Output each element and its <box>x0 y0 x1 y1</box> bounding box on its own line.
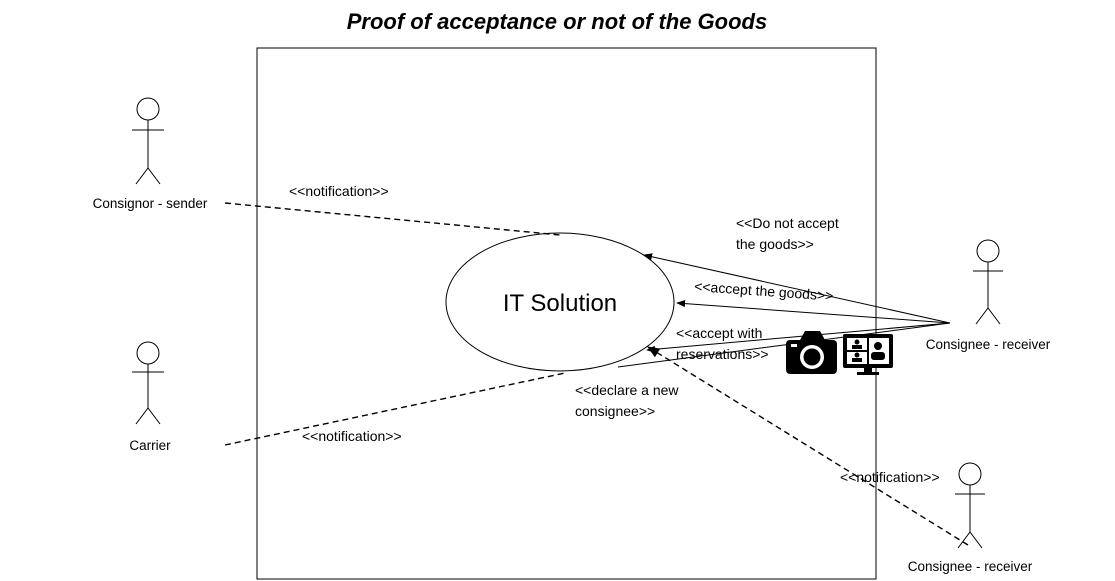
use-case-it-solution[interactable] <box>445 232 675 372</box>
consignor-notification-label: <<notification>> <box>289 183 389 199</box>
do-not-accept-line <box>643 253 951 324</box>
do-not-accept-label: <<Do not accept <box>736 215 839 231</box>
actor-new-consignee[interactable] <box>955 462 985 549</box>
consignor-notification-line <box>224 202 561 236</box>
do-not-accept-label-2: the goods>> <box>736 236 814 252</box>
actor-new-consignee-label: Consignee - receiver <box>908 559 1033 574</box>
video-conference-icon <box>843 334 893 375</box>
accept-goods-line <box>676 300 951 324</box>
system-boundary <box>256 47 877 580</box>
diagram-title: Proof of acceptance or not of the Goods <box>347 9 767 34</box>
new-consignee-notification-label: <<notification>> <box>840 469 940 485</box>
new-consignee-line <box>646 346 969 546</box>
declare-new-consignee-label-2: consignee>> <box>575 403 655 419</box>
accept-reservations-line <box>646 322 951 353</box>
actor-consignee-receiver-label: Consignee - receiver <box>926 337 1051 352</box>
accept-reservations-label: <<accept with <box>676 325 762 341</box>
reservations-return-line <box>617 322 951 368</box>
actor-carrier-label: Carrier <box>129 438 171 453</box>
accept-goods-label: <<accept the goods>> <box>694 278 834 304</box>
carrier-notification-line <box>224 372 566 446</box>
accept-reservations-label-2: reservations>> <box>676 346 769 362</box>
actor-consignee-receiver[interactable] <box>973 239 1003 325</box>
camera-icon <box>786 331 837 374</box>
actor-consignor-label: Consignor - sender <box>93 196 208 211</box>
actor-consignor[interactable] <box>132 97 164 185</box>
declare-new-consignee-label: <<declare a new <box>575 382 679 398</box>
actor-carrier[interactable] <box>132 341 164 425</box>
use-case-label: IT Solution <box>503 290 617 317</box>
carrier-notification-label: <<notification>> <box>302 428 402 444</box>
